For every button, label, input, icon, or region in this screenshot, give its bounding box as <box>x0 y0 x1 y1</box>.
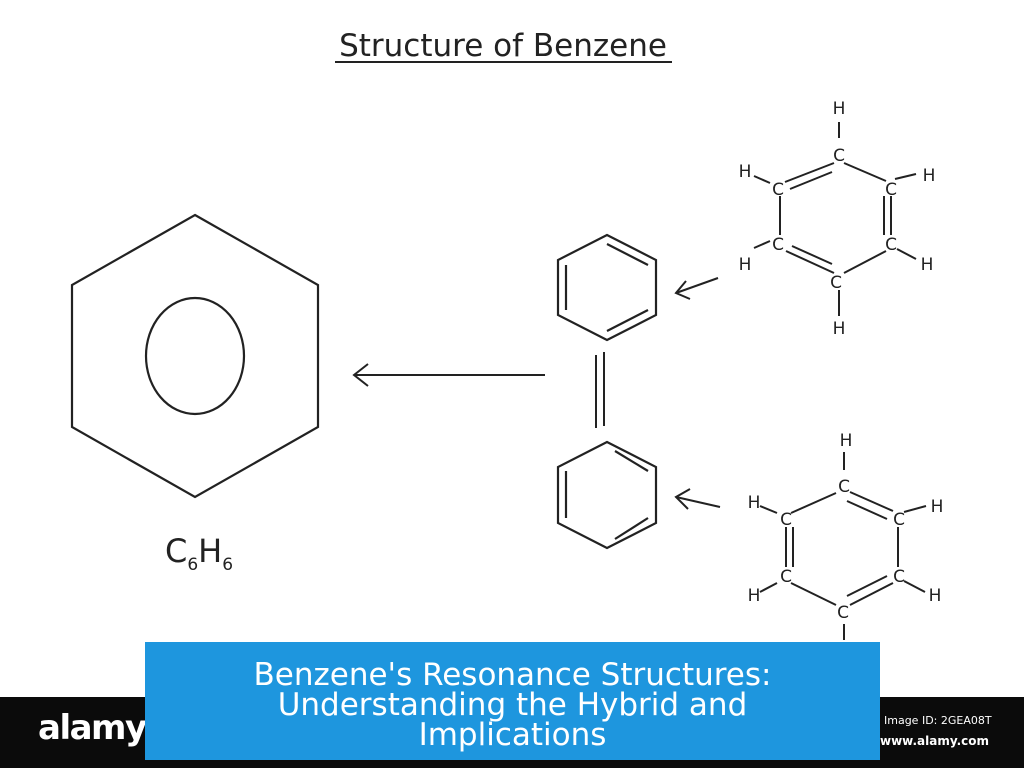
image-id-label: Image ID: 2GEA08T <box>884 714 992 727</box>
caption-line: Benzene's Resonance Structures: <box>253 657 772 693</box>
atom-carbon: C <box>885 235 897 255</box>
caption-banner: Benzene's Resonance Structures: Understa… <box>145 642 880 760</box>
atom-carbon: C <box>780 567 792 587</box>
atom-hydrogen: H <box>739 255 752 275</box>
arrow-from-bottom-atom-structure <box>674 488 721 510</box>
atom-carbon: C <box>830 273 842 293</box>
kekule-structure-bottom <box>556 440 658 550</box>
resonance-hybrid-hexagon <box>70 213 320 499</box>
molecular-formula: C6H6 <box>165 532 233 575</box>
diagram-title: Structure of Benzene <box>339 28 667 64</box>
benzene-atom-structure-bottom: C C C C C C H H H H H <box>748 431 944 640</box>
atom-carbon: C <box>833 146 845 166</box>
atom-hydrogen: H <box>923 166 936 186</box>
benzene-atom-structure-top: C C C C C C H H H H H H <box>739 99 936 339</box>
caption-line: Implications <box>418 717 607 753</box>
atom-hydrogen: H <box>748 586 761 606</box>
caption-line: Understanding the Hybrid and <box>277 687 748 723</box>
atom-carbon: C <box>838 477 850 497</box>
alamy-logo: alamy <box>38 708 147 748</box>
atom-carbon: C <box>772 180 784 200</box>
caption-text: Benzene's Resonance Structures: Understa… <box>253 657 772 753</box>
atom-hydrogen: H <box>840 431 853 451</box>
atom-hydrogen: H <box>833 319 846 339</box>
atom-hydrogen: H <box>921 255 934 275</box>
delocalized-electron-ring <box>144 296 246 416</box>
atom-hydrogen: H <box>748 493 761 513</box>
arrow-from-top-atom-structure <box>674 277 719 300</box>
atom-hydrogen: H <box>833 99 846 119</box>
atom-carbon: C <box>893 567 905 587</box>
arrow-to-hybrid <box>352 363 545 387</box>
atom-carbon: C <box>837 603 849 623</box>
resonance-double-arrow <box>595 352 605 428</box>
atom-carbon: C <box>780 510 792 530</box>
atom-hydrogen: H <box>739 162 752 182</box>
atom-carbon: C <box>885 180 897 200</box>
atom-carbon: C <box>893 510 905 530</box>
atom-carbon: C <box>772 235 784 255</box>
kekule-structure-top <box>556 233 658 342</box>
atom-hydrogen: H <box>931 497 944 517</box>
atom-hydrogen: H <box>929 586 942 606</box>
site-url-label: www.alamy.com <box>880 734 990 748</box>
